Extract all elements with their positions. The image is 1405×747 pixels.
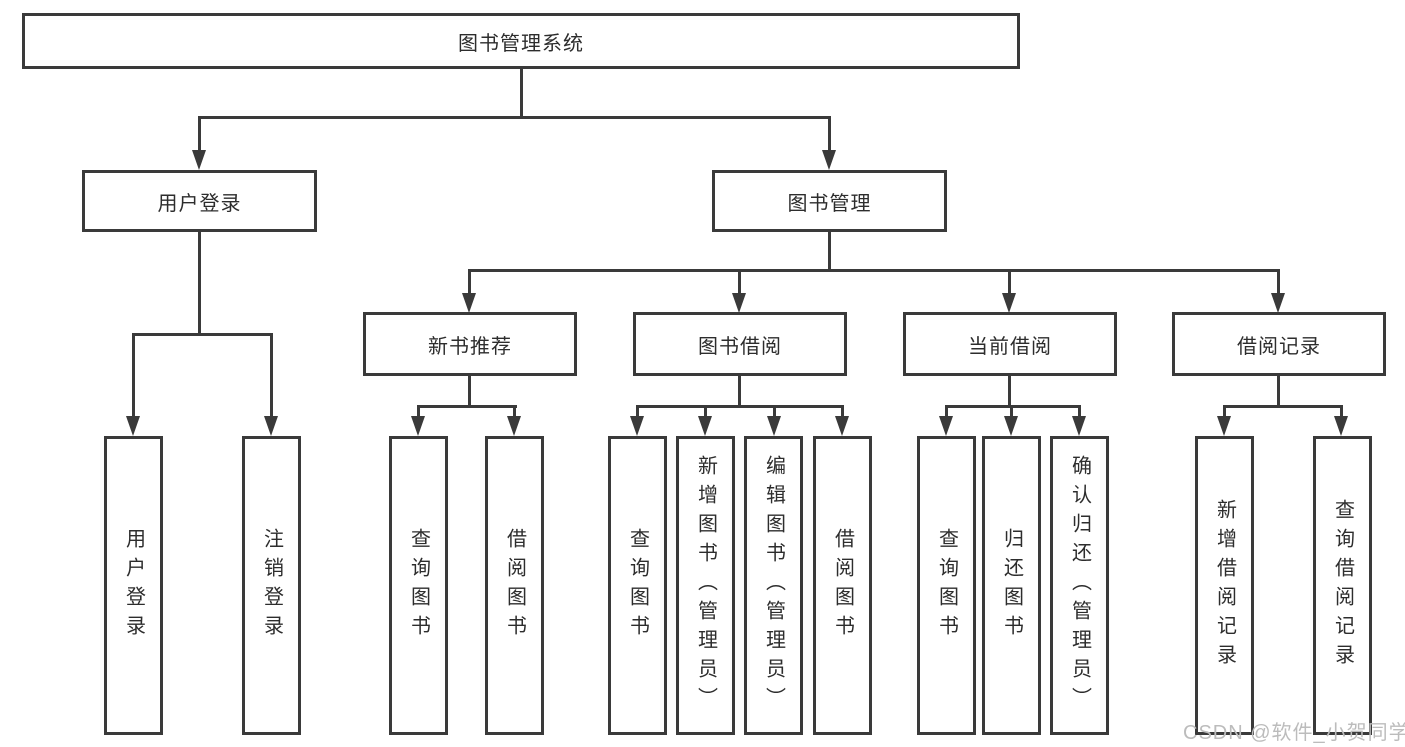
leaf-label: 编辑图书（管理员） bbox=[762, 455, 785, 716]
arrow-down-icon bbox=[264, 416, 278, 436]
connector-line bbox=[704, 405, 707, 419]
connector-line bbox=[1340, 405, 1343, 419]
arrow-down-icon bbox=[767, 416, 781, 436]
node-label: 当前借阅 bbox=[968, 335, 1052, 358]
connector-line bbox=[132, 333, 273, 336]
arrow-down-icon bbox=[507, 416, 521, 436]
connector-line bbox=[1008, 269, 1011, 295]
connector-line bbox=[1008, 376, 1011, 408]
connector-line bbox=[468, 269, 471, 295]
watermark-text: CSDN @软件_小贺同学 bbox=[1183, 722, 1405, 744]
arrow-down-icon bbox=[939, 416, 953, 436]
node-label: 图书管理系统 bbox=[458, 32, 584, 55]
node-label: 用户登录 bbox=[157, 192, 242, 215]
arrow-down-icon bbox=[698, 416, 712, 436]
leaf-add-books-admin: 新增图书（管理员） bbox=[676, 436, 735, 735]
arrow-down-icon bbox=[1002, 293, 1016, 313]
arrow-down-icon bbox=[126, 416, 140, 436]
leaf-confirm-return-admin: 确认归还（管理员） bbox=[1050, 436, 1109, 735]
arrow-down-icon bbox=[1334, 416, 1348, 436]
node-label: 新书推荐 bbox=[428, 335, 512, 358]
leaf-query-borrow-record: 查询借阅记录 bbox=[1313, 436, 1372, 735]
arrow-down-icon bbox=[630, 416, 644, 436]
connector-line bbox=[636, 405, 844, 408]
leaf-query-books-borrowing: 查询图书 bbox=[608, 436, 667, 735]
arrow-down-icon bbox=[835, 416, 849, 436]
arrow-down-icon bbox=[462, 293, 476, 313]
connector-line bbox=[1277, 376, 1280, 408]
connector-line bbox=[513, 405, 516, 419]
leaf-logout-login: 注销登录 bbox=[242, 436, 301, 735]
leaf-label: 查询图书 bbox=[407, 527, 430, 644]
leaf-label: 用户登录 bbox=[122, 527, 145, 644]
connector-line bbox=[520, 69, 523, 119]
connector-line bbox=[198, 232, 201, 336]
node-label: 图书借阅 bbox=[698, 335, 782, 358]
leaf-borrow-books-borrowing: 借阅图书 bbox=[813, 436, 872, 735]
leaf-label: 归还图书 bbox=[1000, 527, 1023, 644]
connector-line bbox=[945, 405, 1081, 408]
arrow-down-icon bbox=[822, 150, 836, 170]
connector-line bbox=[1223, 405, 1343, 408]
leaf-label: 查询借阅记录 bbox=[1331, 498, 1354, 673]
leaf-label: 查询图书 bbox=[935, 527, 958, 644]
node-label: 借阅记录 bbox=[1237, 335, 1321, 358]
node-label: 图书管理 bbox=[787, 192, 872, 215]
connector-line bbox=[828, 232, 831, 272]
arrow-down-icon bbox=[192, 150, 206, 170]
connector-line bbox=[773, 405, 776, 419]
leaf-edit-books-admin: 编辑图书（管理员） bbox=[744, 436, 803, 735]
connector-line bbox=[1078, 405, 1081, 419]
connector-line bbox=[468, 376, 471, 408]
connector-line bbox=[636, 405, 639, 419]
leaf-label: 借阅图书 bbox=[831, 527, 854, 644]
leaf-return-books: 归还图书 bbox=[982, 436, 1041, 735]
connector-line bbox=[1010, 405, 1013, 419]
leaf-query-books-current: 查询图书 bbox=[917, 436, 976, 735]
leaf-add-borrow-record: 新增借阅记录 bbox=[1195, 436, 1254, 735]
connector-line bbox=[738, 269, 741, 295]
leaf-label: 新增图书（管理员） bbox=[694, 455, 717, 716]
node-library-system: 图书管理系统 bbox=[22, 13, 1020, 69]
connector-line bbox=[1277, 269, 1280, 295]
connector-line bbox=[270, 333, 273, 417]
arrow-down-icon bbox=[1004, 416, 1018, 436]
connector-line bbox=[945, 405, 948, 419]
connector-line bbox=[198, 116, 201, 150]
leaf-label: 新增借阅记录 bbox=[1213, 498, 1236, 673]
leaf-label: 注销登录 bbox=[260, 527, 283, 644]
node-current-borrowing: 当前借阅 bbox=[903, 312, 1117, 376]
leaf-query-books-recommend: 查询图书 bbox=[389, 436, 448, 735]
connector-line bbox=[828, 116, 831, 150]
leaf-label: 确认归还（管理员） bbox=[1068, 455, 1091, 716]
arrow-down-icon bbox=[732, 293, 746, 313]
connector-line bbox=[841, 405, 844, 419]
node-book-management: 图书管理 bbox=[712, 170, 947, 232]
node-book-borrowing: 图书借阅 bbox=[633, 312, 847, 376]
leaf-label: 借阅图书 bbox=[503, 527, 526, 644]
connector-line bbox=[132, 333, 135, 417]
leaf-label: 查询图书 bbox=[626, 527, 649, 644]
arrow-down-icon bbox=[411, 416, 425, 436]
leaf-borrow-books-recommend: 借阅图书 bbox=[485, 436, 544, 735]
connector-line bbox=[198, 116, 831, 119]
connector-line bbox=[738, 376, 741, 408]
connector-line bbox=[417, 405, 420, 419]
arrow-down-icon bbox=[1072, 416, 1086, 436]
leaf-user-login: 用户登录 bbox=[104, 436, 163, 735]
connector-line bbox=[1223, 405, 1226, 419]
arrow-down-icon bbox=[1271, 293, 1285, 313]
node-user-login: 用户登录 bbox=[82, 170, 317, 232]
arrow-down-icon bbox=[1217, 416, 1231, 436]
connector-line bbox=[468, 269, 1280, 272]
node-borrowing-records: 借阅记录 bbox=[1172, 312, 1386, 376]
node-new-book-recommend: 新书推荐 bbox=[363, 312, 577, 376]
connector-line bbox=[417, 405, 517, 408]
